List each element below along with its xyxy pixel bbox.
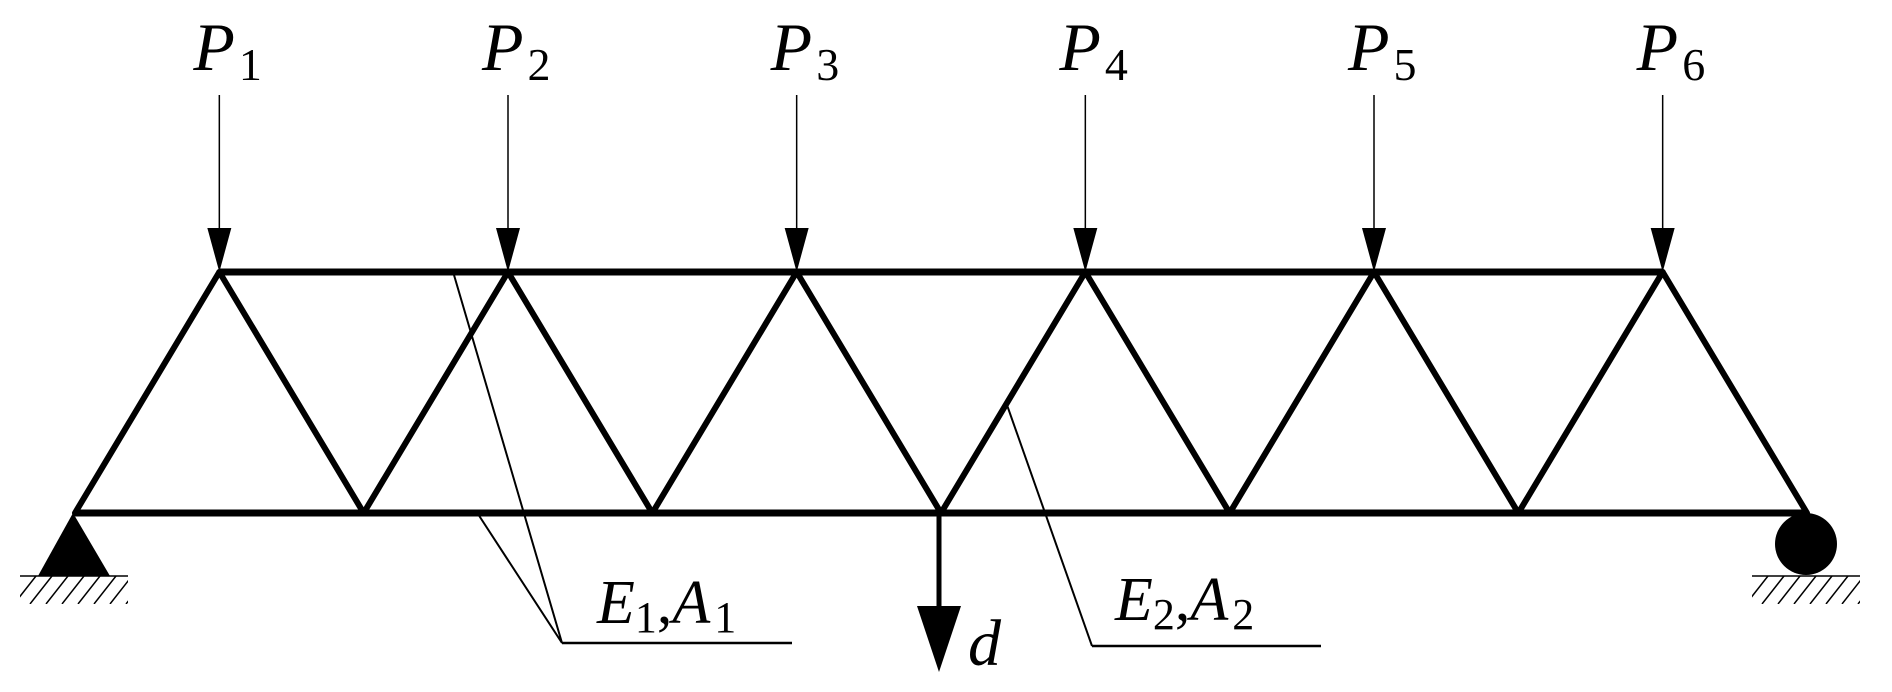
load-6: P6 (1636, 9, 1706, 272)
load-symbol: P (1058, 9, 1101, 85)
diagonal-member (1226, 269, 1377, 516)
label-A: A (668, 569, 711, 637)
displacement-label: d (968, 607, 1002, 680)
diagonal-member (1659, 269, 1810, 516)
hatch-stroke (29, 576, 53, 604)
load-symbol: P (770, 9, 813, 85)
load-label: P2 (481, 9, 551, 90)
arrow-down-icon (1362, 228, 1386, 272)
diagonal-member (72, 269, 223, 516)
diagonal-member (938, 269, 1089, 516)
leader-line (1006, 404, 1093, 647)
diagonal-member (649, 269, 800, 516)
label-A: A (1186, 566, 1229, 634)
diagonal-member (1082, 269, 1233, 516)
hatch-stroke (1857, 600, 1860, 604)
hatch-stroke (109, 579, 128, 604)
hatch-stroke (20, 576, 37, 598)
load-index: 4 (1105, 39, 1128, 90)
load-4: P4 (1058, 9, 1128, 272)
diagonal-member (1515, 269, 1666, 516)
label-A-index: 2 (1232, 590, 1254, 639)
label-sep: , (657, 569, 673, 637)
displacement-arrow: d (917, 513, 1002, 680)
label-E-index: 1 (635, 593, 657, 642)
arrow-down-icon (917, 606, 961, 672)
hatch-stroke (1809, 576, 1833, 604)
diagonal-member (1371, 269, 1522, 516)
load-symbol: P (1347, 9, 1390, 85)
hatch-stroke (1752, 576, 1769, 598)
load-label: P1 (192, 9, 262, 90)
load-label: P5 (1347, 9, 1417, 90)
load-2: P2 (481, 9, 551, 272)
diagonal-member (793, 269, 944, 516)
arrow-down-icon (496, 228, 520, 272)
arrow-down-icon (1650, 228, 1675, 272)
hatch-stroke (1793, 576, 1817, 604)
hatch-stroke (77, 576, 101, 604)
load-label: P6 (1636, 9, 1706, 90)
label-E: E (596, 569, 635, 637)
hatch-stroke (1761, 576, 1785, 604)
load-label: P3 (770, 9, 840, 90)
hatch-stroke (1777, 576, 1801, 604)
pin-support-icon (20, 513, 128, 604)
hatch-stroke (93, 576, 117, 604)
load-index: 1 (239, 39, 262, 90)
hatch-stroke (1825, 576, 1849, 604)
ground-hatch-icon (20, 576, 128, 604)
svg-text:E1,A1: E1,A1 (596, 569, 736, 642)
load-symbol: P (192, 9, 235, 85)
load-index: 3 (816, 39, 839, 90)
ground-hatch-icon (1752, 576, 1860, 604)
hatch-stroke (125, 600, 128, 604)
diagonal-member (360, 269, 511, 516)
truss-diagonals (72, 269, 1810, 516)
hatch-stroke (1841, 579, 1860, 604)
load-symbol: P (1636, 9, 1679, 85)
arrow-down-icon (784, 228, 809, 272)
diagonal-member (216, 269, 367, 516)
load-1: P1 (192, 9, 262, 272)
member-label-2: E2,A2 (1006, 404, 1321, 648)
hatch-stroke (45, 576, 69, 604)
label-E: E (1114, 566, 1153, 634)
label-E-index: 2 (1153, 590, 1175, 639)
load-5: P5 (1347, 9, 1417, 272)
roller-support-icon (1752, 513, 1860, 604)
load-label: P4 (1058, 9, 1128, 90)
truss-chords (75, 268, 1807, 517)
svg-text:E2,A2: E2,A2 (1114, 566, 1254, 639)
load-3: P3 (770, 9, 840, 272)
arrow-down-icon (207, 228, 232, 272)
label-A-index: 1 (714, 593, 736, 642)
hatch-stroke (61, 576, 85, 604)
load-index: 2 (528, 39, 551, 90)
load-index: 6 (1682, 39, 1705, 90)
load-index: 5 (1394, 39, 1417, 90)
load-symbol: P (481, 9, 524, 85)
label-sep: , (1175, 566, 1191, 634)
diagonal-member (505, 269, 656, 516)
member-label-1: E1,A1 (453, 274, 792, 645)
arrow-down-icon (1073, 228, 1098, 272)
